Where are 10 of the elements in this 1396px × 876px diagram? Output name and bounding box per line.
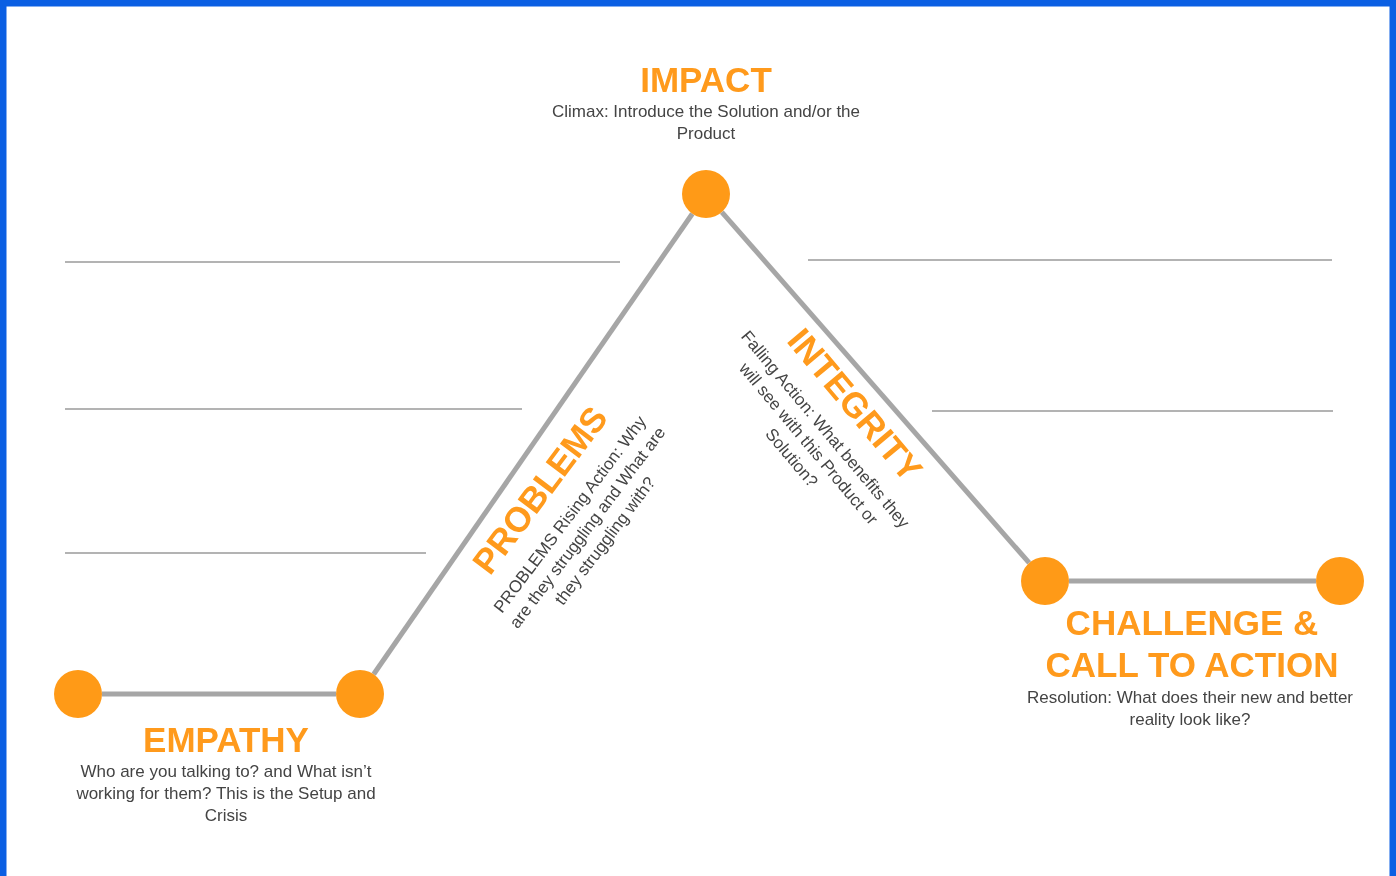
stage-description: Who are you talking to? and What isn’t working for them? This is the Setup and Crisis bbox=[75, 761, 377, 827]
connector-line bbox=[1069, 578, 1316, 584]
stage-heading: EMPATHY bbox=[142, 719, 310, 761]
stage-heading: IMPACT bbox=[639, 59, 773, 101]
stage-description: Resolution: What does their new and better reality look like? bbox=[1026, 687, 1354, 731]
stage-description: Climax: Introduce the Solution and/or the Product bbox=[550, 101, 862, 145]
stage-heading: CHALLENGE & CALL TO ACTION bbox=[1044, 602, 1340, 686]
connector-line bbox=[719, 210, 1032, 565]
connector-line bbox=[371, 212, 695, 676]
connector-line bbox=[102, 691, 336, 697]
